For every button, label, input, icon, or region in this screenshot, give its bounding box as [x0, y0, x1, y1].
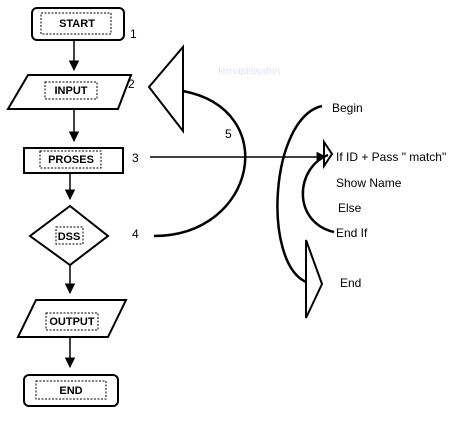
code-end-if: End If [336, 226, 368, 240]
step-number-4: 4 [132, 227, 139, 241]
output-node: OUTPUT [16, 299, 128, 338]
code-show-name: Show Name [336, 176, 402, 190]
code-end: End [340, 276, 361, 290]
code-begin: Begin [332, 101, 363, 115]
code-brace-outer [276, 104, 324, 319]
step-number-3: 3 [132, 151, 139, 165]
dss-label: DSS [58, 231, 81, 243]
code-if-line: If ID + Pass " match" [336, 150, 446, 164]
code-else: Else [338, 201, 362, 215]
start-label: START [59, 18, 95, 30]
end-node: END [23, 374, 119, 407]
step-number-2: 2 [128, 77, 135, 91]
step-number-1: 1 [130, 27, 137, 41]
proses-label: PROSES [48, 154, 94, 166]
left-brace [147, 44, 247, 238]
step-number-5: 5 [225, 127, 232, 141]
output-label: OUTPUT [49, 316, 95, 328]
input-node: INPUT [6, 74, 133, 110]
dss-node: DSS [28, 204, 110, 267]
start-node: START [31, 7, 125, 41]
proses-node: PROSES [23, 147, 124, 174]
code-brace-inner [301, 138, 335, 234]
watermark: fernapiswaton [218, 66, 280, 77]
input-label: INPUT [55, 85, 88, 97]
end-label: END [59, 385, 82, 397]
